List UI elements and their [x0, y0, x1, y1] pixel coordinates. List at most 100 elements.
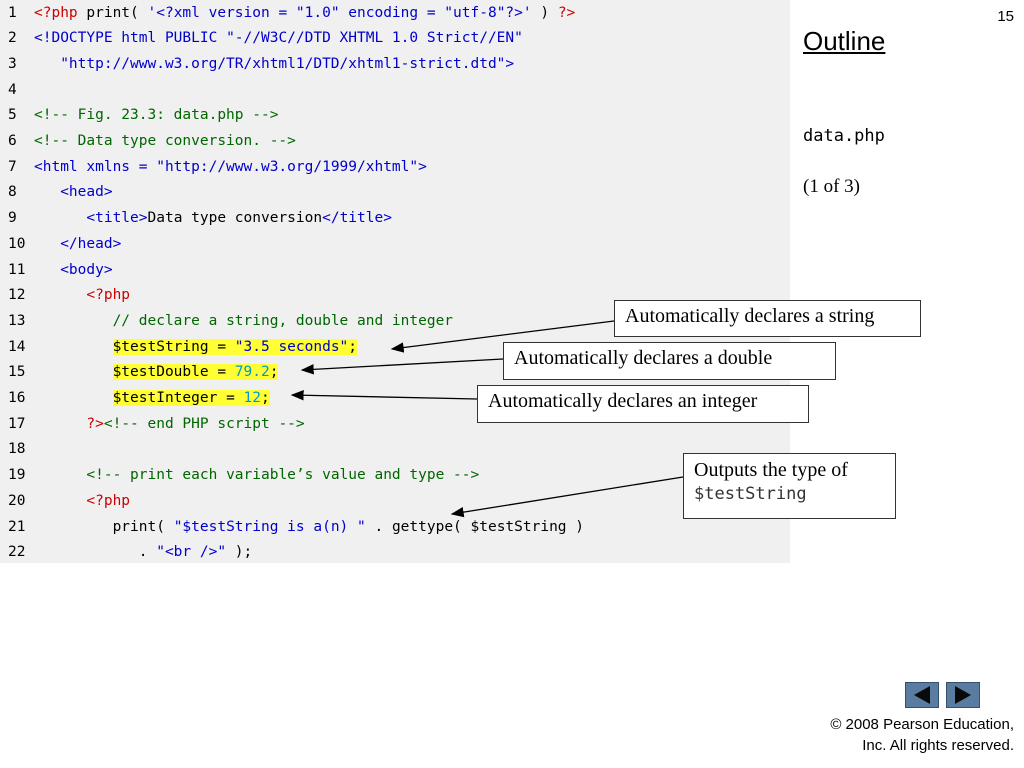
code-token: <!DOCTYPE html PUBLIC [34, 30, 227, 47]
code-text: <!-- Fig. 23.3: data.php --> [34, 103, 278, 129]
code-text: . "<br />" ); [34, 540, 253, 566]
code-token: <body> [60, 261, 113, 278]
line-number: 20 [8, 492, 26, 509]
line-number: 17 [8, 415, 26, 432]
page-number: 15 [997, 8, 1014, 25]
code-line: 6<!-- Data type conversion. --> [0, 129, 790, 155]
previous-slide-button[interactable] [905, 682, 939, 708]
code-token: <!-- Fig. 23.3: data.php --> [34, 107, 279, 124]
code-line: 19 <!-- print each variable’s value and … [0, 463, 790, 489]
code-line: 11 <body> [0, 258, 790, 284]
code-panel: 1<?php print( '<?xml version = "1.0" enc… [0, 0, 790, 563]
callout-declares-string: Automatically declares a string [614, 300, 921, 337]
code-token: <!-- print each variable’s value and typ… [86, 467, 480, 484]
code-line: 3 "http://www.w3.org/TR/xhtml1/DTD/xhtml… [0, 52, 790, 78]
code-line: 21 print( "$testString is a(n) " . getty… [0, 515, 790, 541]
code-token: . gettype( $testString ) [365, 518, 584, 535]
code-line: 5 <!-- Fig. 23.3: data.php --> [0, 103, 790, 129]
code-line: 20 <?php [0, 489, 790, 515]
code-token: print( [77, 4, 148, 21]
code-token: "<br />" [156, 544, 227, 561]
code-token [34, 467, 86, 483]
code-token: ; [269, 364, 279, 381]
code-text: <body> [34, 258, 113, 284]
code-text: <?php [34, 283, 130, 309]
code-text: ?><!-- end PHP script --> [34, 412, 305, 438]
code-token: "http://www.w3.org/1999/xhtml" [156, 158, 419, 175]
callout-outputs-type: Outputs the type of $testString [683, 453, 896, 519]
code-token: <!-- end PHP script --> [103, 415, 305, 432]
line-number: 15 [8, 364, 26, 381]
line-number: 4 [8, 81, 17, 98]
outline-link[interactable]: Outline [803, 26, 886, 56]
code-token [34, 364, 113, 380]
callout-outputs-type-variable: $testString [694, 484, 807, 504]
triangle-left-icon [914, 686, 930, 704]
code-line: 8 <head> [0, 180, 790, 206]
code-line: 2 <!DOCTYPE html PUBLIC "-//W3C//DTD XHTM… [0, 26, 790, 52]
code-line: 22 . "<br />" ); [0, 540, 790, 566]
code-token: <head> [60, 184, 113, 201]
code-line: 18 [0, 437, 790, 463]
code-token [34, 416, 86, 432]
code-text: print( "$testString is a(n) " . gettype(… [34, 515, 584, 541]
code-token: > [418, 158, 427, 175]
code-token: </head> [60, 235, 122, 252]
line-number: 22 [8, 544, 26, 561]
code-token: <?php [86, 287, 131, 304]
callout-declares-double: Automatically declares a double [503, 342, 836, 380]
code-text: $testInteger = 12; [34, 386, 270, 412]
code-token: 12 [243, 390, 261, 406]
copyright-line-1: © 2008 Pearson Education, [830, 716, 1014, 733]
code-text: <title>Data type conversion</title> [34, 206, 392, 232]
code-token: ) [531, 4, 558, 21]
copyright-line-2: Inc. All rights reserved. [862, 737, 1014, 754]
code-line: 12 <?php [0, 283, 790, 309]
code-token: "-//W3C//DTD XHTML 1.0 Strict//EN" [226, 30, 523, 47]
code-line: 1<?php print( '<?xml version = "1.0" enc… [0, 1, 790, 27]
code-text: $testDouble = 79.2; [34, 360, 279, 386]
code-token: ?> [86, 415, 104, 432]
callout-outputs-type-text: Outputs the type of [694, 459, 848, 481]
line-number: 8 [8, 184, 17, 201]
code-line: 9 <title>Data type conversion</title> [0, 206, 790, 232]
line-number: 1 [8, 4, 17, 21]
code-token: > [505, 55, 515, 72]
code-token: </title> [322, 210, 392, 227]
line-number: 13 [8, 312, 26, 329]
code-token [34, 184, 60, 200]
code-token [34, 262, 60, 278]
code-line: 4 [0, 78, 790, 104]
code-line: 14 $testString = "3.5 seconds"; [0, 335, 790, 361]
code-token: "$testString is a(n) " [173, 518, 366, 535]
line-number: 16 [8, 390, 26, 406]
line-number: 2 [8, 30, 17, 47]
code-token: "3.5 seconds" [234, 338, 349, 355]
next-slide-button[interactable] [946, 682, 980, 708]
code-line: 10 </head> [0, 232, 790, 258]
line-number: 18 [8, 441, 26, 458]
code-line: 7<html xmlns = "http://www.w3.org/1999/x… [0, 155, 790, 181]
code-token: "http://www.w3.org/TR/xhtml1/DTD/xhtml1-… [34, 55, 506, 72]
code-token: $testInteger = [112, 390, 244, 406]
code-token: <title> [86, 210, 148, 227]
code-token: ; [261, 390, 270, 406]
code-token: <html xmlns = [34, 158, 157, 175]
code-token [34, 210, 86, 226]
code-text: <?php [34, 489, 130, 515]
line-number: 19 [8, 467, 26, 484]
page-indicator: (1 of 3) [803, 176, 860, 197]
code-token: . [34, 544, 157, 561]
code-token [34, 287, 86, 303]
code-line: 15 $testDouble = 79.2; [0, 360, 790, 386]
code-token: 79.2 [234, 364, 270, 381]
line-number: 5 [8, 107, 17, 124]
line-number: 3 [8, 55, 17, 72]
code-token: ?> [557, 4, 576, 21]
code-token: print( [34, 518, 174, 535]
file-name-label: data.php [803, 126, 885, 146]
code-line: 16 $testInteger = 12; [0, 386, 790, 412]
code-text: $testString = "3.5 seconds"; [34, 335, 358, 361]
code-token: Data type conversion [147, 210, 323, 227]
code-text: <!DOCTYPE html PUBLIC "-//W3C//DTD XHTML… [34, 26, 523, 52]
